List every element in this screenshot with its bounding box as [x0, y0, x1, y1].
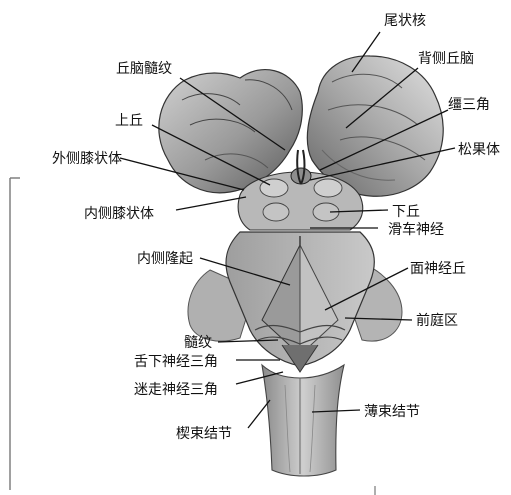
label-striae-medullares: 髓纹 [184, 335, 212, 351]
label-superior-colliculus: 上丘 [115, 113, 143, 129]
label-inferior-colliculus: 下丘 [392, 204, 420, 220]
label-medial-eminence: 内侧隆起 [137, 251, 193, 267]
label-vagal-trigone: 迷走神经三角 [134, 382, 218, 398]
label-caudate-nucleus: 尾状核 [384, 13, 426, 29]
label-vestibular-area: 前庭区 [416, 312, 458, 329]
label-facial-colliculus: 面神经丘 [410, 261, 466, 277]
label-gracile-tubercle: 薄束结节 [364, 404, 420, 420]
label-habenular-trigone: 缰三角 [448, 97, 490, 113]
label-hypoglossal-trigone: 舌下神经三角 [134, 354, 218, 370]
medulla [262, 365, 344, 476]
label-cuneate-tubercle: 楔束结节 [176, 426, 232, 442]
label-medial-geniculate-body: 内侧膝状体 [84, 206, 154, 222]
label-lateral-geniculate-body: 外侧膝状体 [52, 151, 122, 167]
label-stria-medullaris-thalami: 丘脑髓纹 [116, 61, 172, 77]
label-trochlear-nerve: 滑车神经 [388, 221, 444, 238]
label-pineal-body: 松果体 [458, 142, 500, 158]
label-dorsal-thalamus: 背侧丘脑 [418, 51, 474, 67]
